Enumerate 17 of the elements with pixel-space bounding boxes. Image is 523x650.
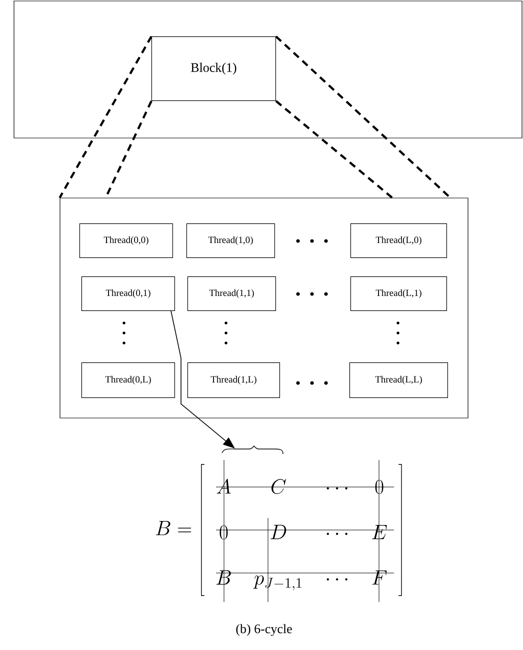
thread-box: Thread(L,1) [350, 276, 447, 311]
thread-box: Thread(L,L) [349, 362, 448, 398]
dashed-line [58, 36, 152, 198]
thread-grid-panel [60, 198, 468, 418]
thread-box: Thread(0,L) [81, 362, 175, 398]
thread-box: Thread(1,L) [187, 362, 280, 398]
dashed-line [275, 100, 393, 199]
matrix-formula: $B = \left[\begin{array}{cccc} A & C & \cdots & 0 \\ 0 & D & \cdots & E \\ B & p_{J-1,1} & \cdots & F \end{array}\right]$ [156, 464, 402, 596]
thread-box: Thread(1,1) [187, 276, 276, 311]
thread-box: Thread(1,0) [186, 223, 275, 258]
block-band [14, 0, 522, 138]
caption: (b) 6-cycle [236, 624, 292, 636]
thread-box: Thread(0,0) [79, 223, 173, 258]
thread-box: Thread(0,1) [81, 276, 175, 311]
dashed-line [275, 36, 452, 198]
thread-box: Thread(L,0) [350, 223, 447, 258]
block-box: Block(1) [151, 36, 276, 101]
